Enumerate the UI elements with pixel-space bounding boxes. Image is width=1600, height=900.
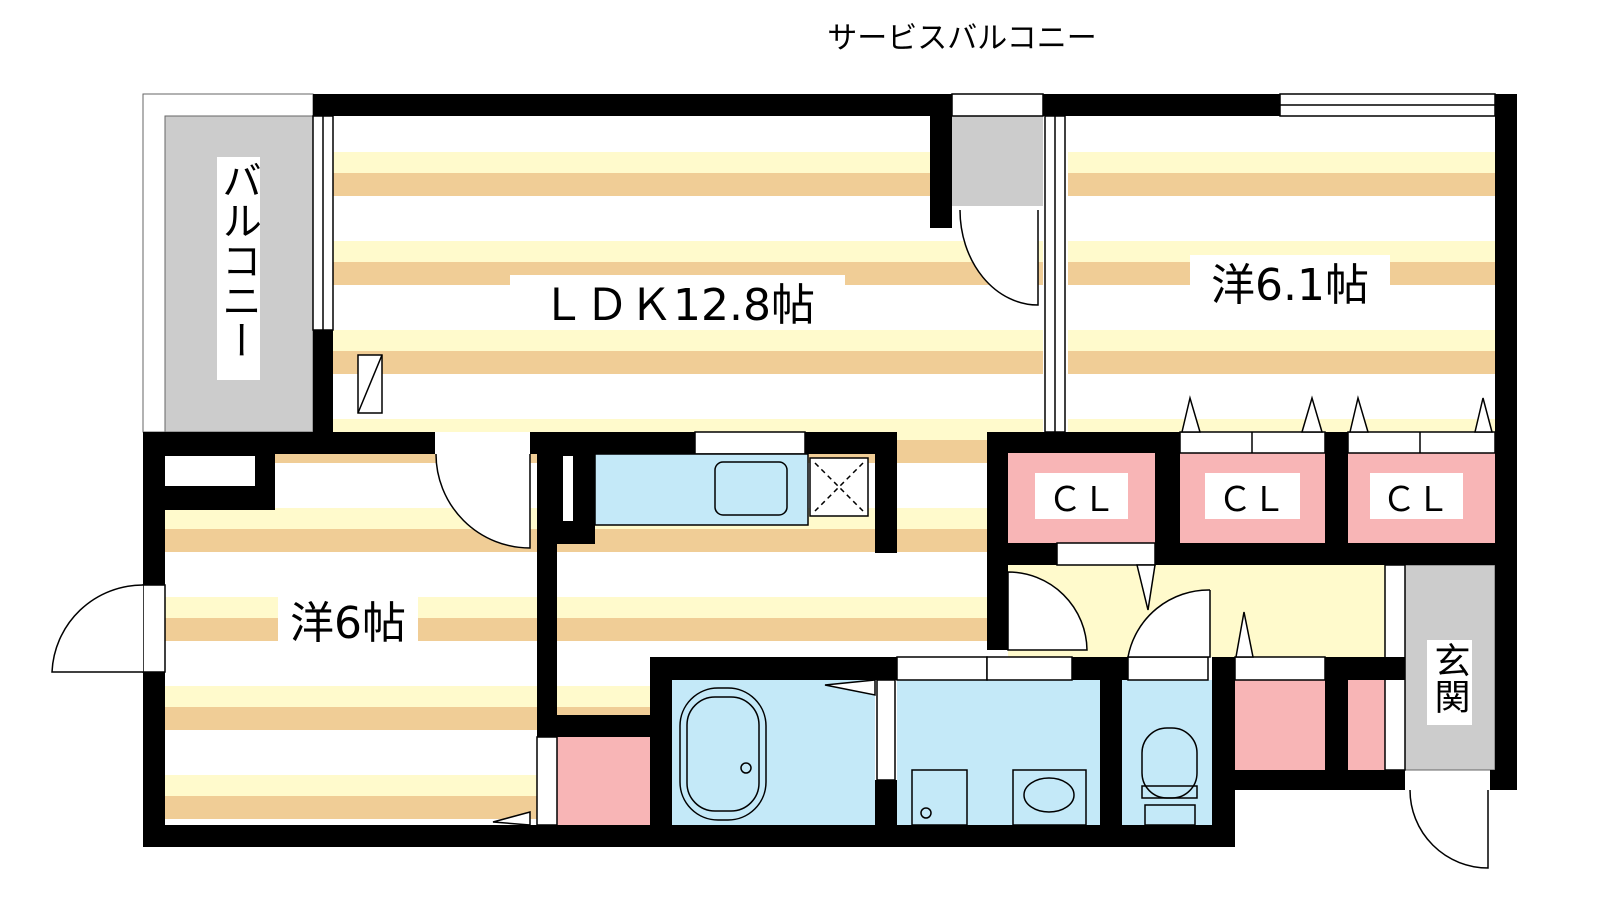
kitchen-sink-icon — [714, 461, 788, 516]
western-61-label-bg — [1190, 255, 1390, 310]
washbasin-icon — [1012, 769, 1087, 826]
shoe-storage-2 — [1348, 680, 1385, 770]
bath-door-arrow-icon — [824, 679, 876, 696]
washroom-sliding-door[interactable] — [986, 656, 1073, 681]
balcony-door-swing-icon — [51, 584, 144, 673]
western-61-label: 洋6.1帖 — [1211, 260, 1369, 311]
toilet-door-swing-icon — [1127, 589, 1211, 658]
door-arrows-icon — [492, 564, 1254, 826]
western-6-door-swing-icon — [435, 453, 531, 549]
bathtub-icon — [679, 687, 767, 821]
kitchen-counter — [594, 453, 809, 526]
entrance-door-swing-icon — [1409, 789, 1489, 869]
ldk-label-bg — [510, 275, 845, 330]
storage-door[interactable] — [536, 736, 558, 826]
washroom-door[interactable] — [896, 656, 988, 681]
closet-1-label-bg — [1035, 473, 1128, 519]
storage-gray — [952, 116, 1043, 206]
western-6-label-bg — [278, 595, 418, 647]
closet-1-label: ＣＬ — [1048, 480, 1116, 520]
shoe-storage-door[interactable] — [1234, 656, 1326, 681]
storage-door-swing-icon — [959, 209, 1039, 306]
kitchen-window[interactable] — [694, 431, 806, 455]
shoe-storage-1 — [1233, 680, 1325, 770]
entrance-label: 玄関 — [1429, 642, 1470, 714]
western-6-door-frame[interactable] — [142, 584, 166, 673]
service-balcony-label: サービスバルコニー — [827, 21, 1096, 56]
closet-3-label: ＣＬ — [1382, 480, 1450, 520]
toilet-floor — [1122, 680, 1212, 825]
washing-machine-icon — [911, 769, 968, 826]
balcony-label-bg — [217, 157, 260, 380]
toilet-door-frame[interactable] — [1127, 656, 1209, 681]
ldk-label: ＬＤＫ12.8帖 — [541, 280, 815, 331]
western-6-label: 洋6帖 — [290, 598, 406, 649]
service-balcony-window[interactable] — [951, 93, 1044, 117]
entrance-label-bg — [1427, 640, 1472, 725]
closet-3-label-bg — [1370, 473, 1463, 519]
stove-icon — [809, 457, 869, 517]
balcony-label: バルコニー — [215, 160, 261, 360]
washroom-door-swing-icon — [1007, 571, 1088, 651]
closet-2-label-bg — [1205, 473, 1300, 519]
wall-niche — [165, 456, 255, 486]
ldk-floor-ext — [897, 432, 987, 557]
walls — [143, 94, 1517, 847]
closet-1-door[interactable] — [1056, 542, 1156, 566]
bath-door[interactable] — [876, 679, 896, 781]
bathroom-floor — [672, 680, 875, 825]
closet-door-arrows-icon — [1181, 395, 1493, 433]
closet-3-door[interactable] — [1347, 431, 1496, 454]
hall-floor-ext — [557, 657, 650, 717]
closet-2-label: ＣＬ — [1218, 480, 1286, 520]
washroom-floor — [897, 680, 1100, 825]
kitchen-slot — [563, 456, 573, 521]
ldk-floor — [333, 116, 1043, 432]
storage-pink — [557, 737, 650, 825]
